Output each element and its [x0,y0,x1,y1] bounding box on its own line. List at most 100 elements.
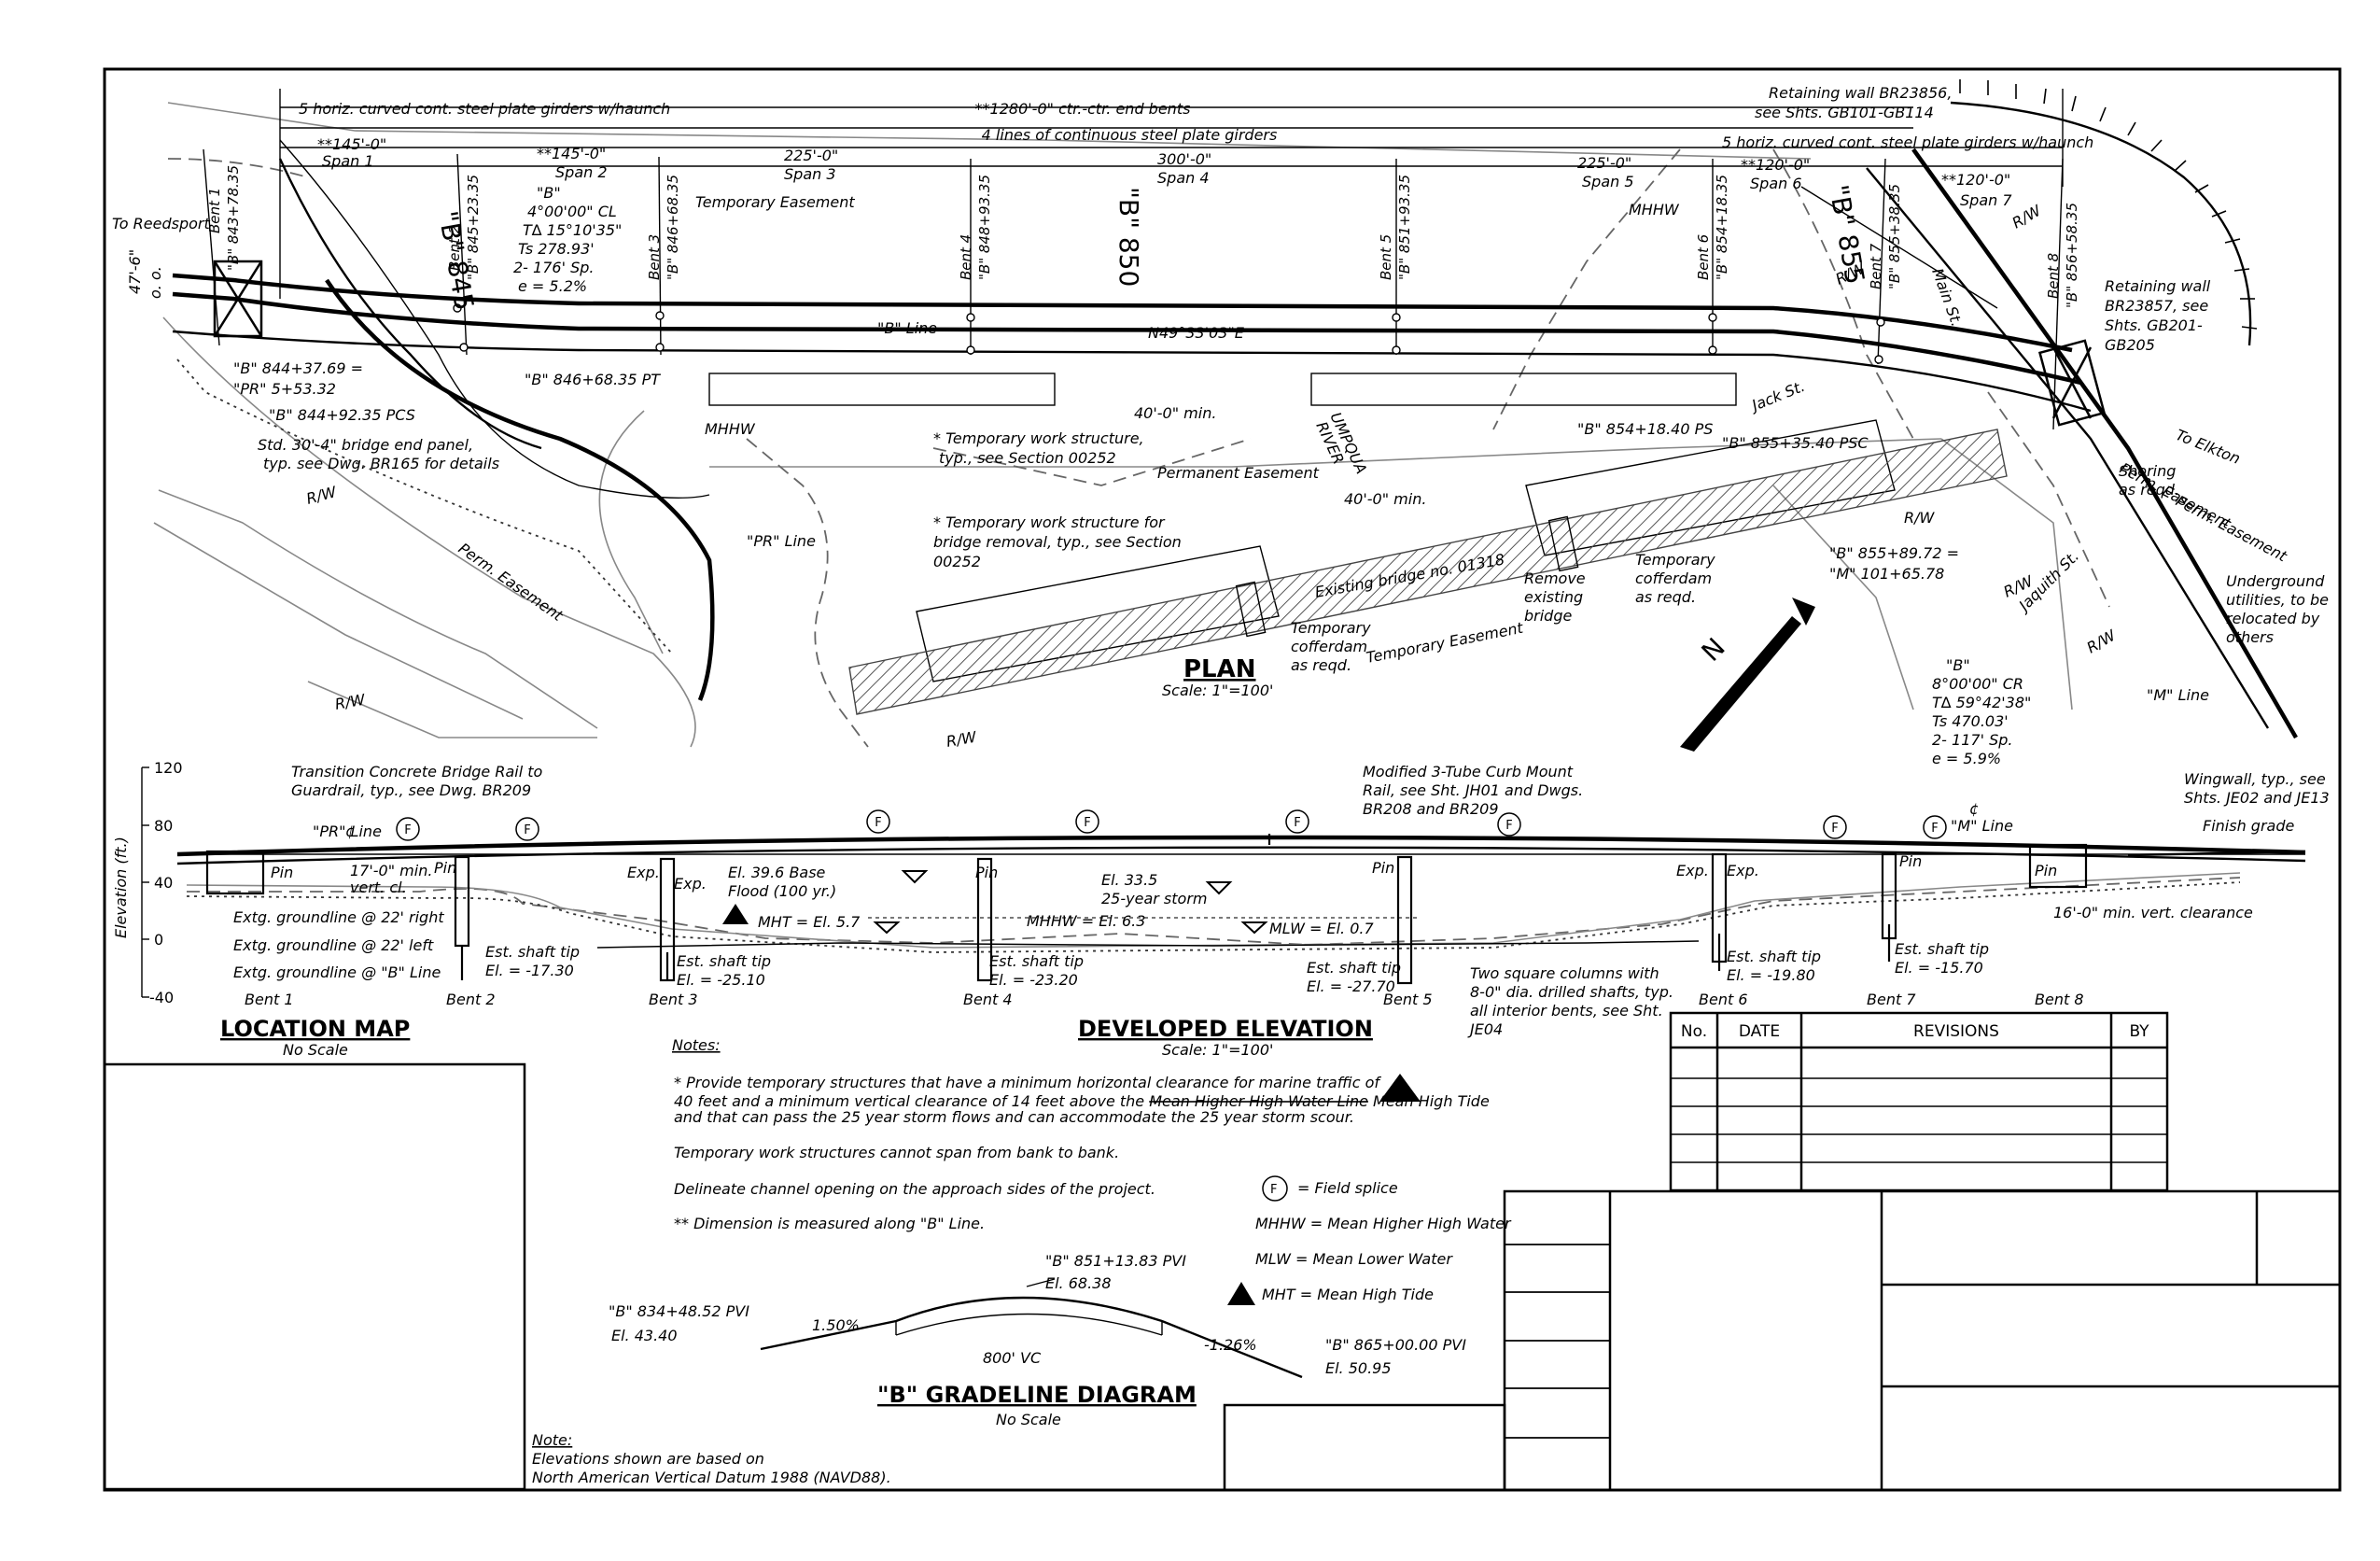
label-modified-rail-1: Modified 3-Tube Curb Mount [1363,763,1574,780]
station-b850: "B" 850 [1113,187,1144,287]
bent6-label: Bent 6 [1695,234,1712,280]
label-exp-1: Exp. [627,864,660,881]
dim-span2: **145'-0" [537,145,606,162]
label-b-line: "B" Line [877,319,937,337]
bent7-label: Bent 7 [1868,243,1884,289]
elev-bent3: Bent 3 [649,991,698,1008]
axis-tick-0: 0 [154,931,163,949]
datum-note-line1: Elevations shown are based on [532,1450,764,1468]
label-retaining-top-2: see Shts. GB101-GB114 [1755,104,1934,121]
label-two-sq-1: Two square columns with [1470,964,1659,982]
mht-delta-icon [722,904,749,924]
dim-right-girders: 5 horiz. curved cont. steel plate girder… [1722,134,2093,151]
label-underground-3: relocated by [2226,610,2320,627]
revisions-col-revisions: REVISIONS [1913,1022,1999,1041]
field-splice-7-icon: F [1831,822,1838,836]
label-temp-work-2: typ., see Section 00252 [939,449,1116,467]
gradeline-scale: No Scale [996,1411,1061,1428]
label-sta-855-89: "B" 855+89.72 = [1829,544,1959,562]
location-map-title: LOCATION MAP [220,1016,410,1042]
label-sta-854-18: "B" 854+18.40 PS [1577,420,1713,438]
note-4: ** Dimension is measured along "B" Line. [674,1215,985,1232]
gradeline-diagram: "B" 834+48.52 PVI El. 43.40 "B" 851+13.8… [609,1252,1466,1428]
label-rw-1: R/W [304,483,339,508]
label-mhhw-2: MHHW [1629,201,1680,218]
curve-b-6: e = 5.2% [518,277,587,295]
label-bearing: N49°33'03"E [1148,324,1245,342]
curve-b2-5: 2- 117' Sp. [1932,731,2012,749]
bent4-label: Bent 4 [958,234,974,280]
location-map-scale: No Scale [283,1041,348,1059]
dim-span4: 300'-0" [1157,150,1211,168]
note-2: Temporary work structures cannot span fr… [674,1144,1119,1161]
field-splice-6-icon: F [1505,819,1512,833]
label-m-line-elev: "M" Line [1951,817,2013,835]
dim-span5: 225'-0" [1577,154,1631,172]
note-1b-strike: Mean Higher High Water Line [1149,1092,1368,1110]
label-sta-846-68: "B" 846+68.35 PT [525,371,661,388]
label-std-panel-2: typ. see Dwg. BR165 for details [263,455,499,472]
developed-elevation: 120 80 40 0 -40 Elevation (ft.) [112,759,2330,1059]
label-storm-2: 25-year storm [1101,890,1207,907]
bent2-label: Bent 2 [446,225,463,271]
label-cofferdam2-2: cofferdam [1635,570,1712,587]
legend-mlw: MLW = Mean Lower Water [1255,1250,1453,1268]
plan-scale: Scale: 1"=100' [1162,682,1273,699]
shaft-tip-bent4-1: Est. shaft tip [989,952,1084,970]
bent6-station: "B" 854+18.35 [1714,175,1730,280]
label-pr-line-elev: "PR" Line [313,823,382,840]
bent5-station: "B" 851+93.35 [1396,175,1413,280]
axis-tick-40: 40 [154,874,173,892]
label-underground-2: utilities, to be [2226,591,2329,609]
label-pin-2: Pin [434,859,456,877]
axis-tick-120: 120 [154,759,183,777]
revisions-col-date: DATE [1739,1022,1780,1041]
dim-40-min-2: 40'-0" min. [1344,490,1426,508]
station-b855: "B" 855 [1823,182,1870,286]
gradeline-pvi1: "B" 834+48.52 PVI [609,1302,749,1320]
label-cofferdam2-3: as reqd. [1635,588,1696,606]
field-splice-4-icon: F [1084,816,1090,830]
label-retaining-right-3: Shts. GB201- [2105,316,2203,334]
label-modified-rail-2: Rail, see Sht. JH01 and Dwgs. [1363,781,1583,799]
plan-view: 5 horiz. curved cont. steel plate girder… [112,79,2329,767]
gradeline-el1: El. 43.40 [611,1327,678,1344]
elev-bent5: Bent 5 [1383,991,1433,1008]
label-wingwall-2: Shts. JE02 and JE13 [2184,789,2330,807]
shaft-tip-bent7-1: Est. shaft tip [1895,940,1989,958]
bent3-label: Bent 3 [646,234,663,280]
label-pin-6: Pin [2035,862,2057,879]
gradeline-grade2: -1.26% [1204,1336,1257,1354]
label-cofferdam1-2: cofferdam [1291,638,1367,655]
elev-bent2: Bent 2 [446,991,496,1008]
label-rw-4: R/W [1904,509,1936,527]
gradeline-vc: 800' VC [983,1349,1042,1367]
label-two-sq-4: JE04 [1467,1020,1503,1038]
label-modified-rail-3: BR208 and BR209 [1363,800,1499,818]
bent3-station: "B" 846+68.35 [665,175,681,280]
revisions-col-no: No. [1681,1022,1707,1041]
delta-1-icon [1379,1074,1421,1102]
label-sta-pr: "PR" 5+53.32 [233,380,336,398]
bent5-label: Bent 5 [1378,234,1394,280]
label-cofferdam2-1: Temporary [1635,551,1715,569]
field-splice-3-icon: F [875,816,881,830]
curve-b2-2: 8°00'00" CR [1932,675,2023,693]
elev-bent4: Bent 4 [963,991,1013,1008]
sheet-border [103,67,2342,1492]
label-mhhw-1: MHHW [705,420,756,438]
shaft-tip-bent4-2: El. = -23.20 [989,971,1078,989]
label-temp-work2-1: * Temporary work structure for [933,513,1166,531]
note-1a: * Provide temporary structures that have… [674,1074,1381,1091]
elev-bent1: Bent 1 [245,991,294,1008]
label-m-line-cl: ¢ [1969,800,1979,818]
label-temp-work2-2: bridge removal, typ., see Section [933,533,1182,551]
datum-note-line2: North American Vertical Datum 1988 (NAVD… [532,1469,891,1486]
label-retaining-top-1: Retaining wall BR23856, [1769,84,1952,102]
label-main-st: Main St. [1928,266,1966,329]
label-span6: Span 6 [1750,175,1802,192]
note-1b-pre: 40 feet and a minimum vertical clearance… [674,1092,1149,1110]
gradeline-title: "B" GRADELINE DIAGRAM [877,1382,1197,1408]
gradeline-grade1: 1.50% [812,1316,860,1334]
label-gl-left: Extg. groundline @ 22' left [233,936,434,954]
